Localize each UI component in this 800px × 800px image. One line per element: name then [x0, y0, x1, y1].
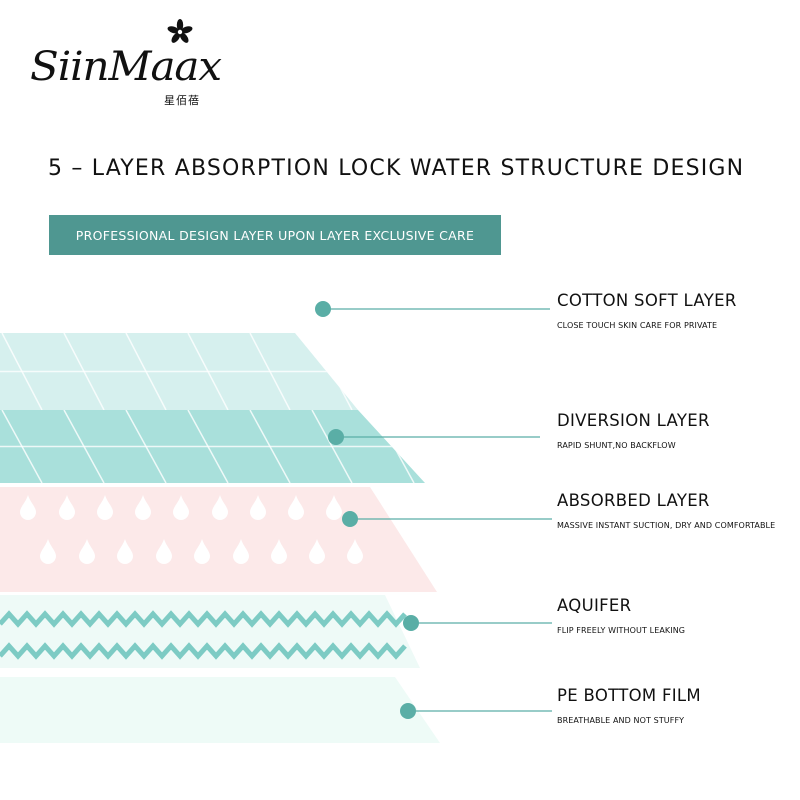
- water-drop: [97, 495, 113, 520]
- layer-subtitle: CLOSE TOUCH SKIN CARE FOR PRIVATE: [557, 321, 718, 330]
- callout-dot: [342, 511, 358, 527]
- callout-dot: [403, 615, 419, 631]
- layer-title: AQUIFER: [557, 596, 632, 615]
- banner: PROFESSIONAL DESIGN LAYER UPON LAYER EXC…: [49, 215, 501, 255]
- callout-lines: [315, 301, 552, 719]
- water-drop: [250, 495, 266, 520]
- water-drop: [59, 495, 75, 520]
- water-drop: [271, 539, 287, 564]
- layer-title: PE BOTTOM FILM: [557, 686, 701, 705]
- callout-dot: [328, 429, 344, 445]
- brand-name: SiinMaax: [30, 44, 222, 90]
- page-headline: 5 – LAYER ABSORPTION LOCK WATER STRUCTUR…: [48, 156, 745, 181]
- water-drop: [20, 495, 36, 520]
- layer-subtitle: BREATHABLE AND NOT STUFFY: [557, 716, 685, 725]
- label-absorbed-layer: ABSORBED LAYER MASSIVE INSTANT SUCTION, …: [557, 491, 775, 530]
- water-drop: [233, 539, 249, 564]
- callout-dot: [400, 703, 416, 719]
- label-aquifer: AQUIFER FLIP FREELY WITHOUT LEAKING: [557, 596, 685, 635]
- water-drop: [173, 495, 189, 520]
- label-cotton-soft-layer: COTTON SOFT LAYER CLOSE TOUCH SKIN CARE …: [557, 291, 737, 330]
- layer-subtitle: MASSIVE INSTANT SUCTION, DRY AND COMFORT…: [557, 521, 776, 530]
- layer-title: ABSORBED LAYER: [557, 491, 710, 510]
- callout-dot: [315, 301, 331, 317]
- layer-title: COTTON SOFT LAYER: [557, 291, 737, 310]
- water-drop: [212, 495, 228, 520]
- water-drop: [135, 495, 151, 520]
- water-drop: [309, 539, 325, 564]
- water-drop: [194, 539, 210, 564]
- layer-subtitle: RAPID SHUNT,NO BACKFLOW: [557, 441, 676, 450]
- label-pe-bottom-film: PE BOTTOM FILM BREATHABLE AND NOT STUFFY: [557, 686, 701, 725]
- water-drops: [20, 495, 363, 564]
- label-diversion-layer: DIVERSION LAYER RAPID SHUNT,NO BACKFLOW: [557, 411, 710, 450]
- aquifer-zigzag-bottom: [0, 642, 407, 660]
- water-drop: [156, 539, 172, 564]
- banner-text: PROFESSIONAL DESIGN LAYER UPON LAYER EXC…: [75, 227, 475, 243]
- water-drop: [347, 539, 363, 564]
- diversion-grid: [0, 410, 425, 483]
- water-drop: [326, 495, 342, 520]
- brand-chinese-name: 星佰蓓: [164, 94, 200, 107]
- flower-icon: [167, 19, 193, 43]
- aquifer-zigzag-top: [0, 610, 407, 628]
- layer-subtitle: FLIP FREELY WITHOUT LEAKING: [557, 626, 686, 635]
- water-drop: [288, 495, 304, 520]
- layer-title: DIVERSION LAYER: [557, 411, 710, 430]
- pe-bottom-film-layer: [0, 677, 440, 743]
- aquifer-layer: [0, 595, 420, 668]
- water-drop: [40, 539, 56, 564]
- water-drop: [79, 539, 95, 564]
- brand-logo: SiinMaax 星佰蓓: [28, 18, 222, 107]
- water-drop: [117, 539, 133, 564]
